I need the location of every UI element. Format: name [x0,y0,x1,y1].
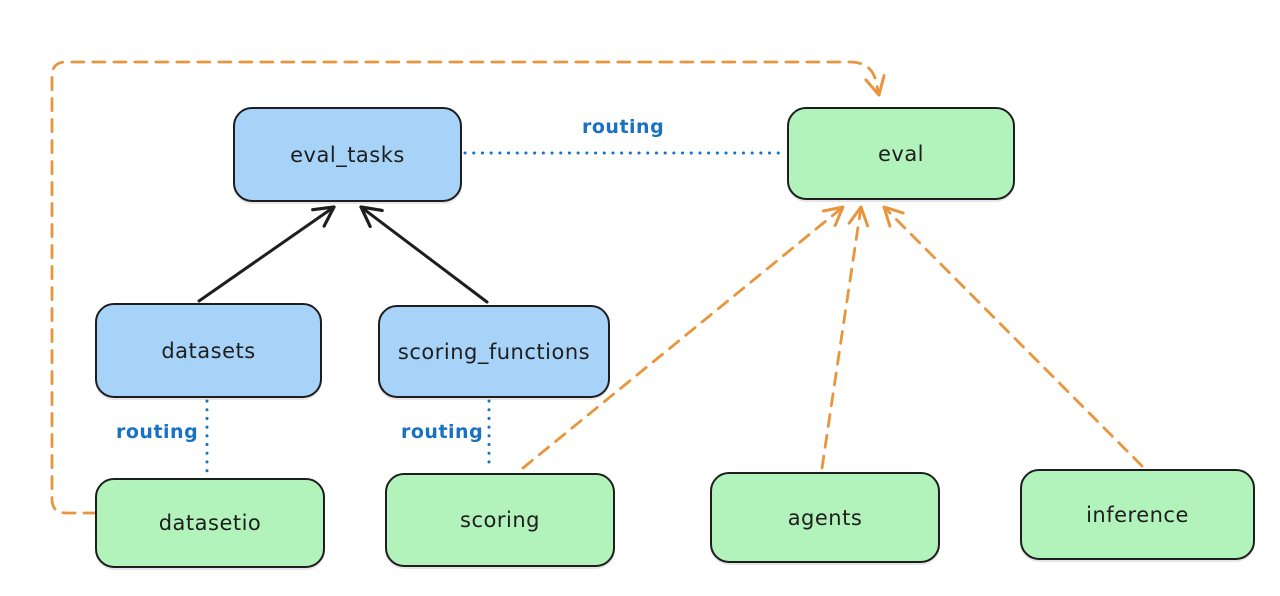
edge-scoring-to-eval [521,205,845,470]
node-datasetio-label: datasetio [158,511,262,535]
node-eval: eval [787,107,1015,200]
node-scoring-label: scoring [460,508,540,532]
edge-label-routing-datasets-datasetio: routing [116,421,199,443]
node-scoring-functions: scoring_functions [378,305,610,398]
node-inference-label: inference [1086,502,1189,527]
node-inference: inference [1020,469,1255,560]
node-eval-tasks-label: eval_tasks [290,142,405,167]
node-eval-tasks: eval_tasks [233,107,462,202]
edge-inference-to-eval [882,205,1144,468]
edge-scoring-functions-to-eval-tasks [359,205,489,304]
node-datasets: datasets [95,303,322,398]
node-agents: agents [710,472,940,563]
node-datasets-label: datasets [161,338,256,363]
node-eval-label: eval [877,141,925,166]
edge-label-routing-eval-tasks-eval: routing [582,116,665,138]
edge-datasets-to-eval-tasks [197,205,336,303]
edge-label-routing-scoring-functions-scoring: routing [401,421,484,443]
edge-agents-to-eval [820,205,870,470]
edge-datasetio-to-eval [50,60,886,515]
node-agents-label: agents [787,505,863,530]
node-datasetio: datasetio [95,478,325,568]
node-scoring-functions-label: scoring_functions [397,339,591,364]
node-scoring: scoring [385,473,615,567]
